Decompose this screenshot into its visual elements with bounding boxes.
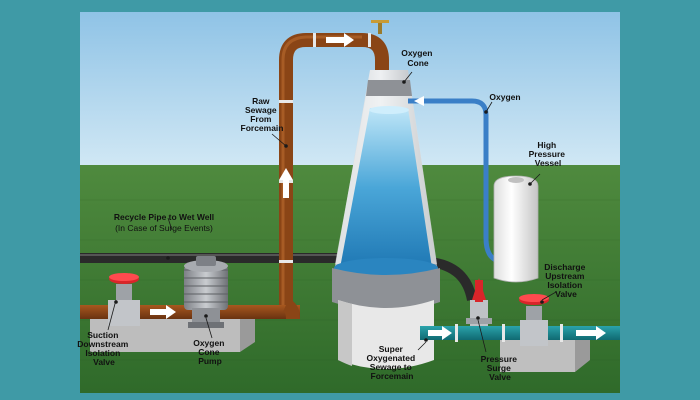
dot-surge-valve <box>476 316 480 320</box>
label-pressure-surge-valve: Pressure Surge Valve <box>481 354 520 382</box>
label-high-pressure-vessel: High Pressure Vessel <box>529 140 568 168</box>
oxygen-cone <box>332 70 440 369</box>
label-oxygen-cone-pump: Oxygen Cone Pump <box>193 338 227 366</box>
leader-lines <box>107 71 557 353</box>
dot-super-oxygenated <box>424 338 428 342</box>
flow-arrow-outlet-2 <box>576 326 606 340</box>
dot-discharge <box>540 300 544 304</box>
dot-suction <box>114 300 118 304</box>
dot-oxygen-cone <box>402 80 406 84</box>
label-raw-sewage: Raw Sewage From Forcemain <box>241 96 284 133</box>
top-vent-valve <box>371 20 389 34</box>
dot-pump <box>204 314 208 318</box>
suction-valve <box>108 273 140 326</box>
label-oxygen-cone: Oxygen Cone <box>401 48 435 68</box>
dot-vessel <box>528 182 532 186</box>
label-oxygen: Oxygen <box>489 92 520 102</box>
label-suction-valve: Suction Downstream Isolation Valve <box>77 330 130 367</box>
discharge-valve <box>519 294 549 346</box>
flow-arrow-up <box>279 168 293 198</box>
dot-oxygen <box>484 110 488 114</box>
high-pressure-vessel <box>493 175 539 283</box>
label-recycle-pipe-note: (In Case of Surge Events) <box>115 223 213 233</box>
flow-arrow-right <box>326 33 354 47</box>
oxygen-cone-pump <box>184 256 228 328</box>
label-discharge-valve: Discharge Upstream Isolation Valve <box>544 262 587 299</box>
dot-raw-sewage <box>284 144 288 148</box>
flow-arrow-outlet-1 <box>428 326 452 340</box>
label-super-oxygenated: Super Oxygenated Sewage to Forcemain <box>366 344 417 381</box>
pressure-surge-valve <box>466 278 492 326</box>
label-recycle-pipe: Recycle Pipe to Wet Well <box>114 212 214 222</box>
flow-arrow-pump <box>150 305 176 319</box>
dot-recycle <box>166 256 170 260</box>
